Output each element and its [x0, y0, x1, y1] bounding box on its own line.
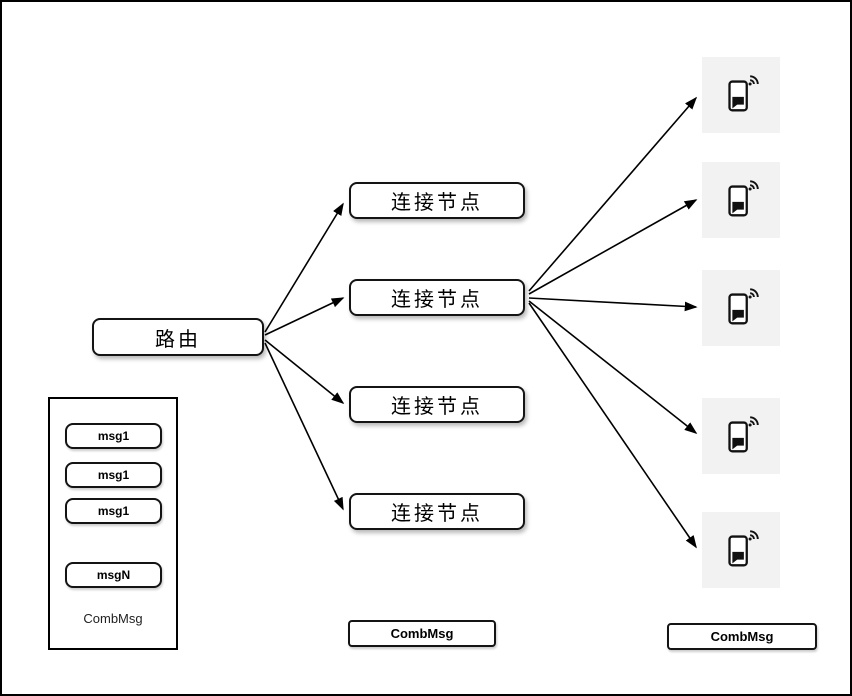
message-stack: msg1 msg1 msg1 msgN CombMsg	[48, 397, 178, 650]
msg-item-label: msg1	[97, 429, 130, 443]
msg-item-label: msg1	[97, 504, 130, 518]
arrow-node2-device3	[528, 297, 698, 312]
arrow-router-node3	[264, 339, 345, 405]
node-combmsg-box: CombMsg	[348, 620, 496, 647]
msg-item: msg1	[65, 423, 162, 449]
arrow-node2-device5	[528, 302, 697, 549]
arrow-node2-device1	[528, 96, 698, 292]
device-combmsg-label: CombMsg	[710, 629, 774, 644]
connection-node-2: 连接节点	[349, 279, 525, 316]
device-tile-5	[702, 512, 780, 588]
router-label: 路由	[155, 326, 201, 351]
stack-caption: CombMsg	[83, 611, 143, 626]
smartphone-signal-icon	[728, 180, 759, 217]
smartphone-signal-icon	[728, 416, 759, 453]
node-combmsg-label: CombMsg	[390, 626, 454, 641]
smartphone-signal-icon	[728, 530, 759, 567]
device-tile-3	[702, 270, 780, 346]
smartphone-signal-icon	[728, 75, 759, 112]
arrow-node2-device2	[528, 199, 698, 295]
connection-node-label: 连接节点	[391, 190, 483, 214]
device-tile-1	[702, 57, 780, 133]
device-combmsg-box: CombMsg	[667, 623, 817, 650]
msg-item: msg1	[65, 498, 162, 524]
msg-item: msgN	[65, 562, 162, 588]
device-tile-2	[702, 162, 780, 238]
connection-node-label: 连接节点	[391, 287, 483, 311]
arrow-node2-device4	[528, 300, 698, 434]
msg-item-label: msg1	[97, 468, 130, 482]
connection-node-label: 连接节点	[391, 394, 483, 418]
arrow-router-node4	[264, 342, 344, 511]
msg-item: msg1	[65, 462, 162, 488]
connection-node-label: 连接节点	[391, 501, 483, 525]
arrow-router-node2	[264, 297, 345, 336]
connection-node-4: 连接节点	[349, 493, 525, 530]
arrow-router-node1	[264, 202, 344, 333]
connection-node-3: 连接节点	[349, 386, 525, 423]
device-tile-4	[702, 398, 780, 474]
router-node: 路由	[92, 318, 264, 356]
connection-node-1: 连接节点	[349, 182, 525, 219]
smartphone-signal-icon	[728, 288, 759, 325]
msg-item-label: msgN	[96, 568, 131, 582]
